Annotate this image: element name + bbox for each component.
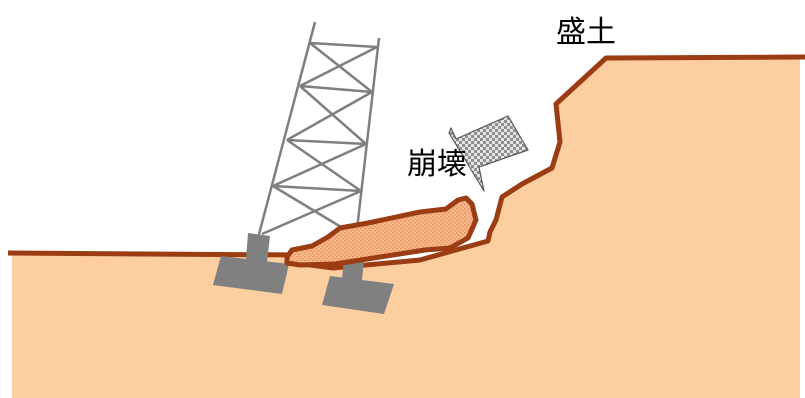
flow-arrow-icon xyxy=(448,115,529,192)
collapse-label: 崩壊 xyxy=(407,147,467,182)
landslide-debris xyxy=(284,195,479,268)
tower-foundation-left xyxy=(213,233,289,294)
embankment-label: 盛土 xyxy=(556,15,616,50)
transmission-tower-icon xyxy=(256,21,381,239)
ground-body xyxy=(12,57,800,398)
